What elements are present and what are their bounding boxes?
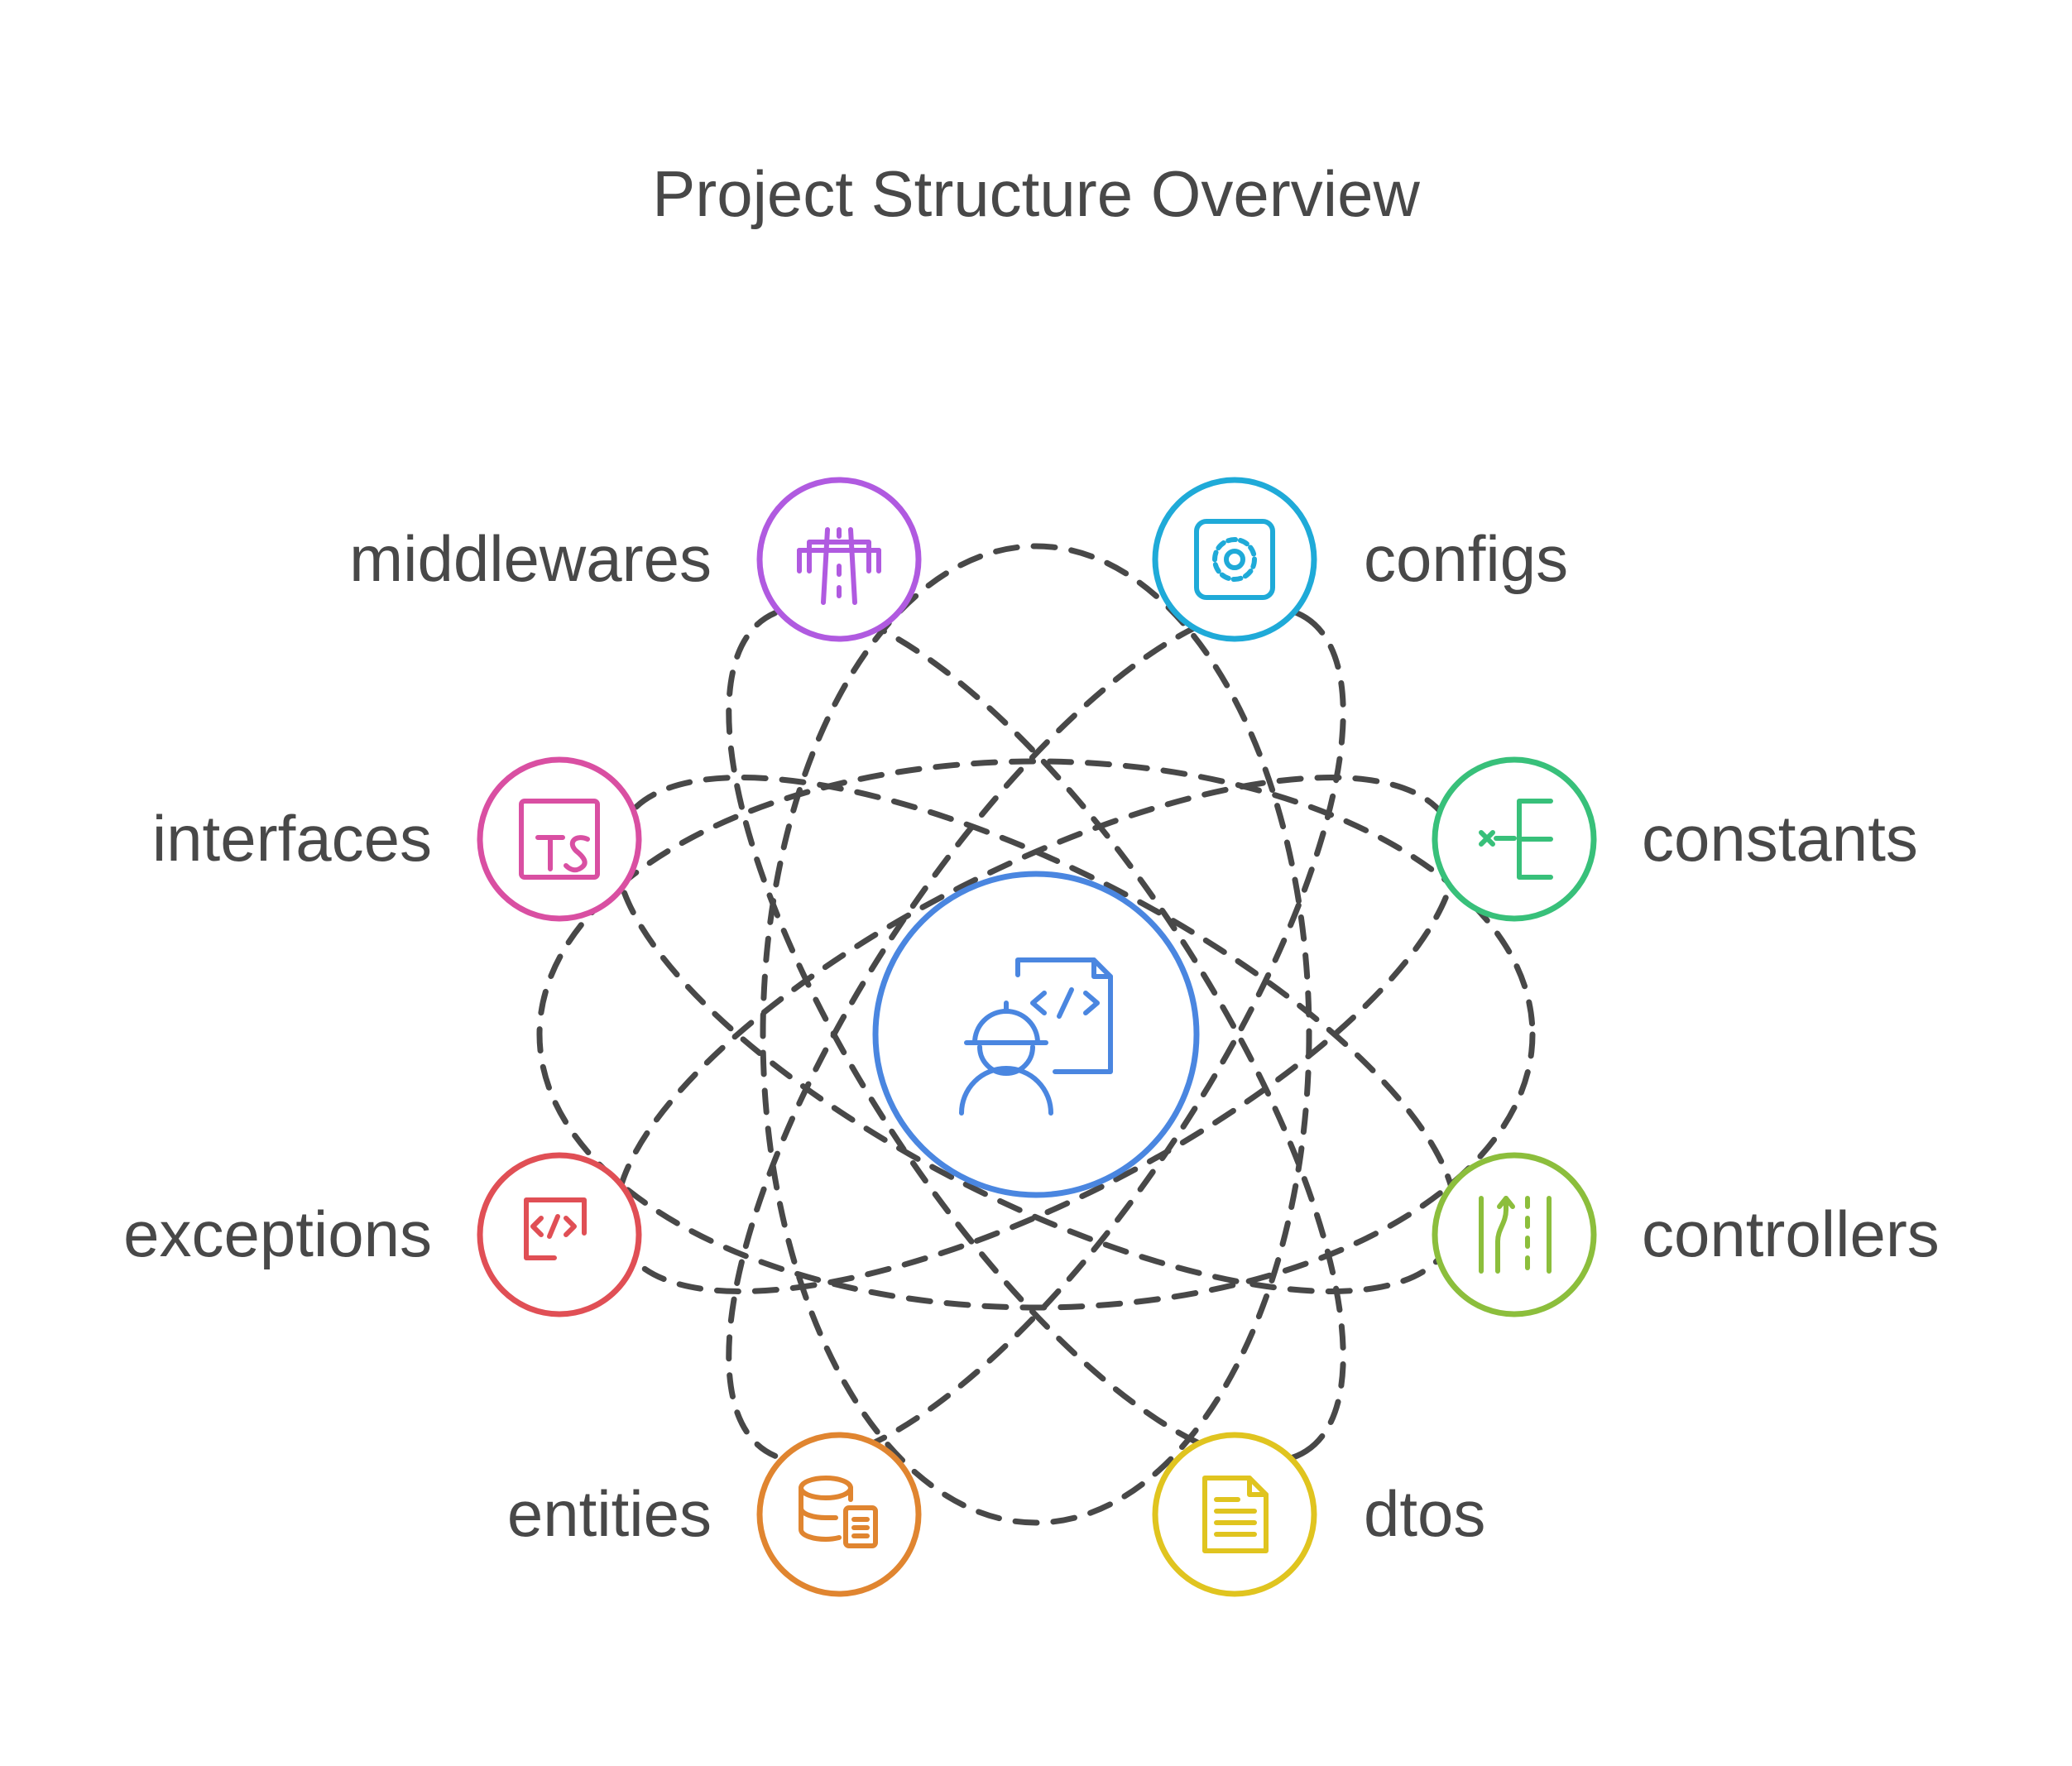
configs-ring [1152,477,1317,642]
typescript-icon [519,799,600,880]
bridge-icon [797,527,881,605]
node-constants[interactable]: constants [1432,756,1918,922]
document-icon [1202,1476,1269,1553]
database-document-icon [799,1476,878,1548]
middlewares-label: middlewares [349,522,712,595]
page-title: Project Structure Overview [652,157,1420,230]
orbit-horizontal [536,758,1536,1311]
node-entities[interactable]: entities [507,1432,922,1597]
orbit-vertical [760,543,1312,1526]
dtos-label: dtos [1364,1477,1485,1550]
node-configs[interactable]: configs [1152,477,1568,642]
entities-ring [756,1432,922,1597]
controllers-ring [1432,1152,1597,1317]
entities-label: entities [507,1477,712,1550]
gear-icon [1194,519,1275,600]
node-interfaces[interactable]: interfaces [152,756,642,922]
exceptions-ring [477,1152,642,1317]
center-hub [872,871,1200,1198]
engineer-code-icon [959,957,1113,1116]
node-controllers[interactable]: controllers [1432,1152,1940,1317]
constants-label: constants [1642,802,1918,875]
tree-structure-icon [1479,799,1553,880]
middlewares-ring [756,477,922,642]
controllers-label: controllers [1642,1197,1940,1270]
node-exceptions[interactable]: exceptions [123,1152,642,1317]
node-dtos[interactable]: dtos [1152,1432,1485,1597]
interfaces-label: interfaces [152,802,432,875]
orbit-diagonal-b [726,604,1346,1465]
dtos-ring [1152,1432,1317,1597]
exceptions-label: exceptions [123,1197,432,1270]
road-lanes-icon [1479,1196,1552,1274]
node-middlewares[interactable]: middlewares [349,477,922,642]
orbit-diagonal-a [726,604,1346,1465]
code-window-icon [524,1197,587,1260]
configs-label: configs [1364,522,1568,595]
